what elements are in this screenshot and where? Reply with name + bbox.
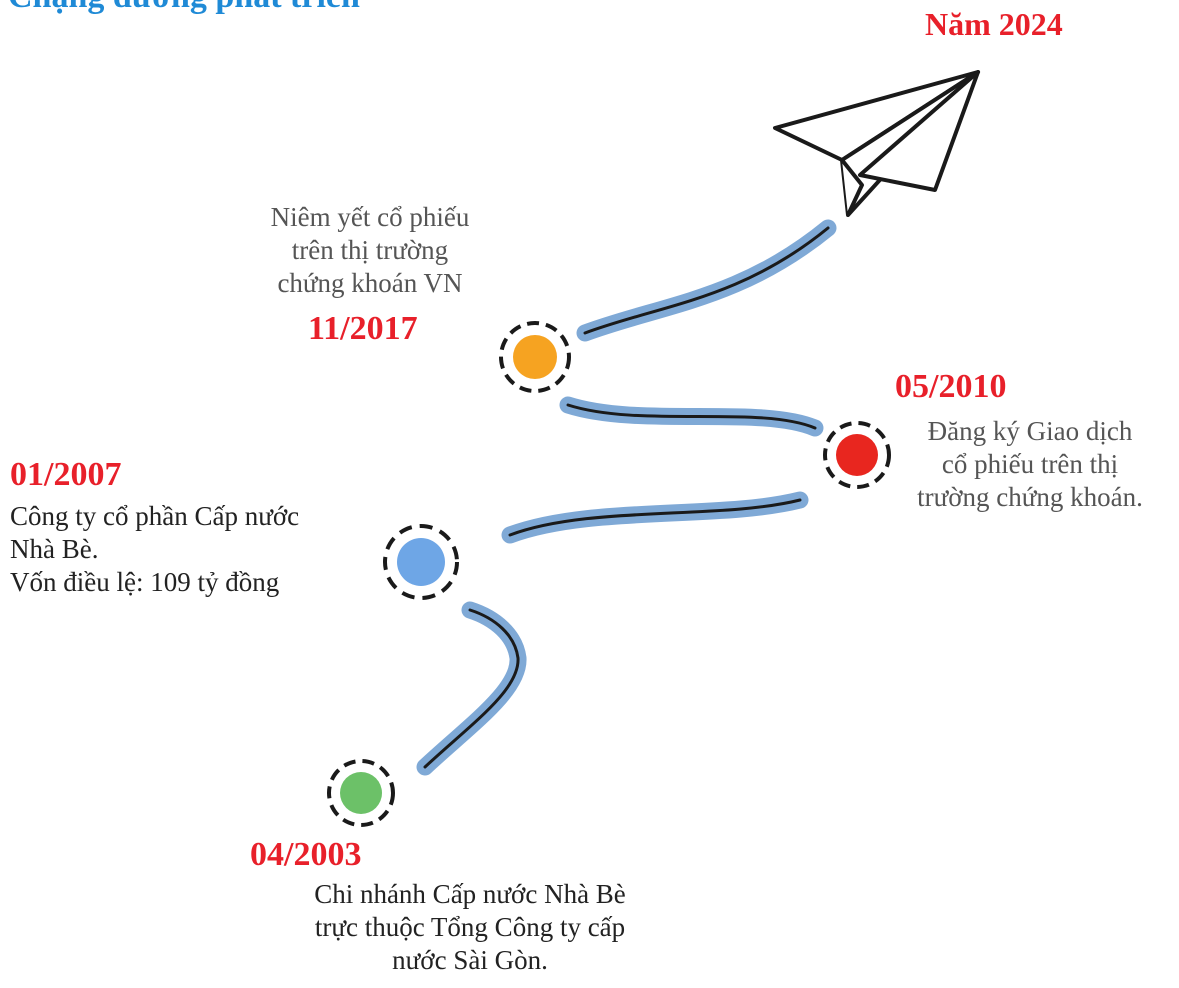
milestone-2010-line-2: cổ phiếu trên thị bbox=[941, 449, 1119, 479]
milestone-2003-description: Chi nhánh Cấp nước Nhà Bè trực thuộc Tổn… bbox=[265, 878, 675, 977]
path-segment-2 bbox=[501, 491, 809, 544]
milestone-2017-line-3: chứng khoán VN bbox=[277, 268, 463, 298]
target-year-label: Năm 2024 bbox=[925, 6, 1063, 42]
milestone-2010-description: Đăng ký Giao dịch cổ phiếu trên thị trườ… bbox=[885, 415, 1175, 514]
milestone-2003-line-3: nước Sài Gòn. bbox=[392, 945, 548, 975]
milestone-2010-date: 05/2010 bbox=[895, 368, 1007, 405]
milestone-2003-date: 04/2003 bbox=[250, 836, 362, 873]
milestone-2007-description: Công ty cổ phần Cấp nước Nhà Bè. Vốn điề… bbox=[10, 500, 390, 599]
milestone-dot-2017 bbox=[499, 321, 571, 393]
milestone-2017-description: Niêm yết cổ phiếu trên thị trường chứng … bbox=[215, 201, 525, 300]
milestone-dot-2007 bbox=[383, 524, 459, 600]
milestone-2010-line-3: trường chứng khoán. bbox=[917, 482, 1143, 512]
milestone-2003-line-1: Chi nhánh Cấp nước Nhà Bè bbox=[314, 879, 626, 909]
path-segment-4 bbox=[576, 219, 837, 342]
milestone-2017-line-2: trên thị trường bbox=[291, 235, 449, 265]
milestone-2007-line-2: Nhà Bè. bbox=[10, 534, 99, 564]
milestone-2010-line-1: Đăng ký Giao dịch bbox=[927, 416, 1133, 446]
milestone-2007-line-3: Vốn điều lệ: 109 tỷ đồng bbox=[10, 567, 280, 597]
milestone-2007-date: 01/2007 bbox=[10, 456, 122, 493]
path-segment-1 bbox=[416, 601, 527, 776]
page-title: Chặng đường phát triển bbox=[8, 0, 360, 16]
milestone-2003-line-2: trực thuộc Tổng Công ty cấp bbox=[314, 912, 626, 942]
path-segment-3 bbox=[559, 396, 824, 437]
milestone-2017-line-1: Niêm yết cổ phiếu bbox=[270, 202, 470, 232]
paper-plane-icon bbox=[773, 70, 980, 217]
milestone-dot-2010 bbox=[823, 421, 891, 489]
milestone-2007-line-1: Công ty cổ phần Cấp nước bbox=[10, 501, 300, 531]
milestone-dot-2003 bbox=[327, 759, 395, 827]
milestone-2017-date: 11/2017 bbox=[308, 310, 418, 347]
